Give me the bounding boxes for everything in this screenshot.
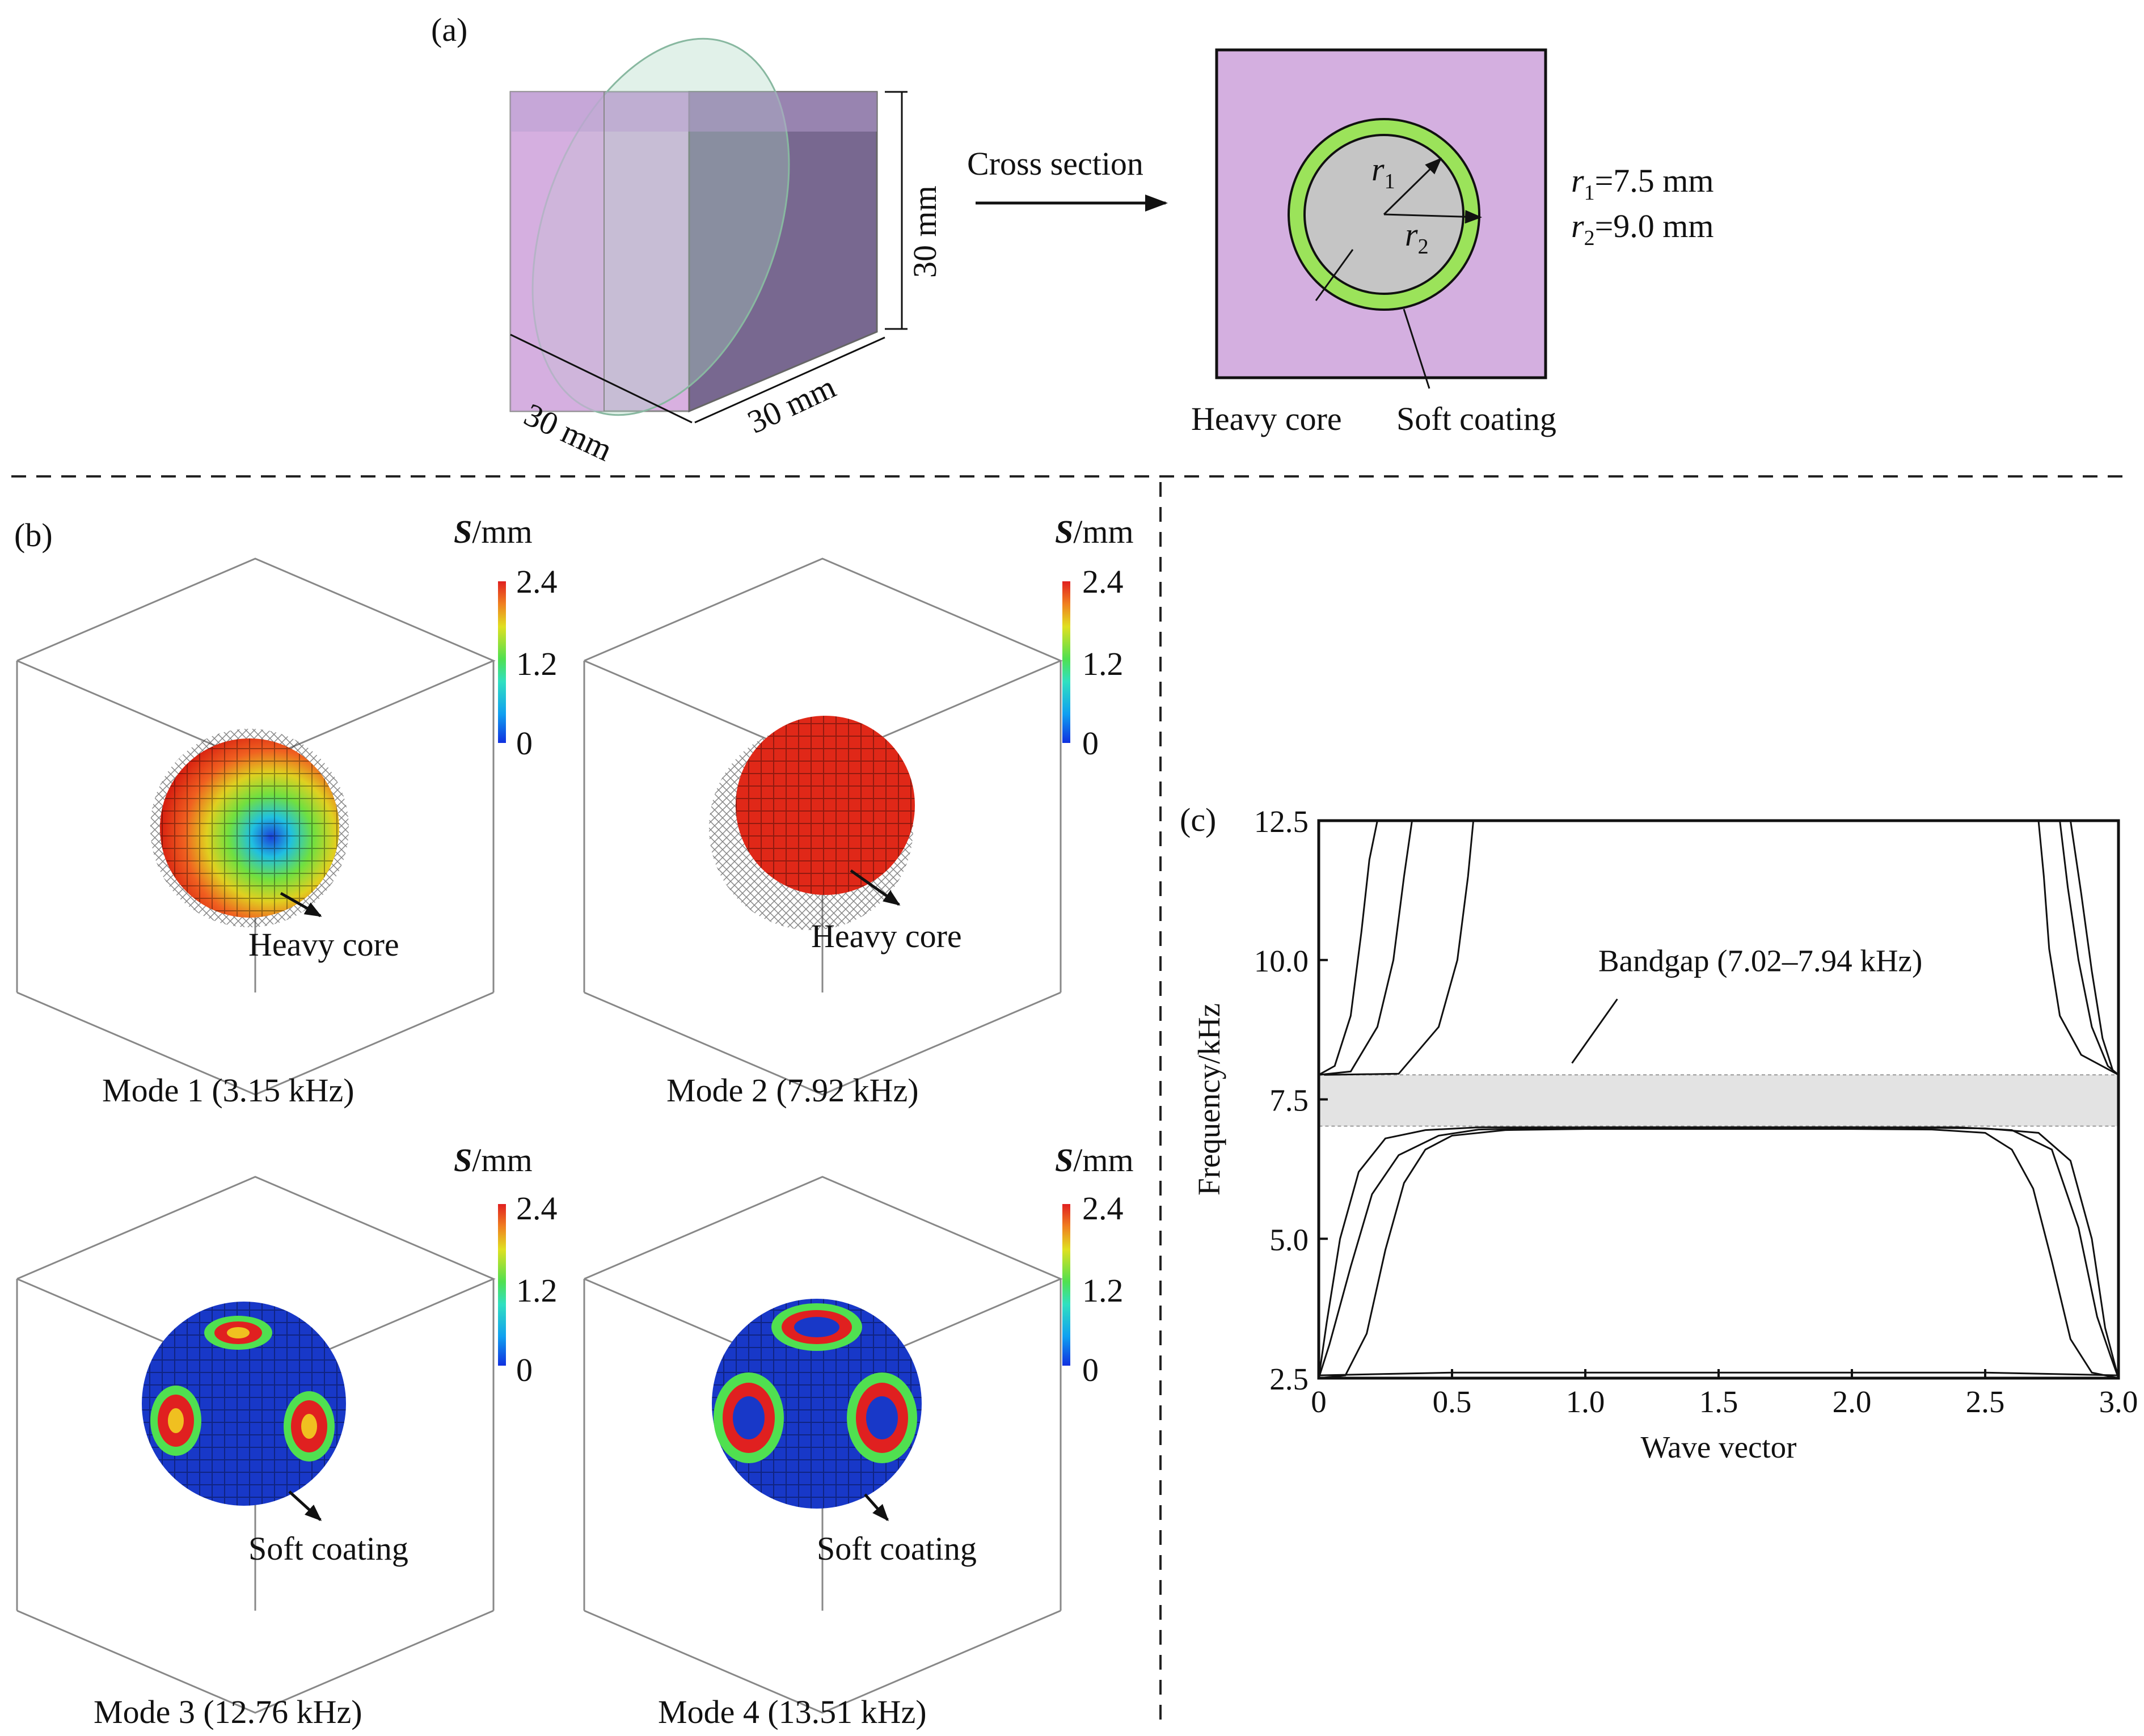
hotspot: [284, 1391, 335, 1462]
r2-value: r2=9.0 mm: [1571, 208, 1714, 250]
bandgap-region: [1318, 1074, 2119, 1127]
y-axis-label: Frequency/kHz: [1192, 1003, 1226, 1196]
bandgap-leader: [1571, 998, 1618, 1064]
r2-arrow: [1383, 210, 1482, 224]
hotspot: [771, 1303, 862, 1351]
colorbar-title: S/mm: [454, 1142, 533, 1179]
colorbar-min: 0: [516, 725, 533, 762]
y-tick-label: 7.5: [1269, 1083, 1309, 1118]
height-dimension-label: 30 mm: [906, 185, 943, 278]
band-line-9: [2059, 820, 2119, 1076]
pointer-arrow: [850, 869, 901, 906]
colorbar: S/mm 2.4 1.2 0: [1055, 1142, 1134, 1388]
hotspot: [847, 1372, 917, 1463]
band-structure-chart: 0 0.5 1.0 1.5 2.0 2.5 3.0 2.5 5.0 7.5 10.0 12.5Wave…: [1192, 804, 2138, 1464]
mode-1-view: Heavy core Mode 1 (3.15 kHz) S/mm 2.4 1.…: [16, 513, 558, 1109]
pointer-arrow: [288, 1490, 322, 1522]
cube-top-band: [510, 92, 877, 132]
colorbar-max: 2.4: [1082, 1190, 1124, 1227]
colorbar: S/mm 2.4 1.2 0: [454, 1142, 558, 1388]
colorbar-title: S/mm: [454, 513, 533, 550]
colorbar-mid: 1.2: [1082, 1272, 1124, 1309]
pointer-arrow: [864, 1493, 889, 1522]
r1-label: r1: [1371, 151, 1395, 193]
y-tick-label: 2.5: [1269, 1362, 1309, 1396]
colorbar: S/mm 2.4 1.2 0: [454, 513, 558, 762]
pointer-label: Soft coating: [248, 1530, 408, 1567]
colorbar-min: 0: [1082, 725, 1099, 762]
colorbar: S/mm 2.4 1.2 0: [1055, 513, 1134, 762]
colorbar-mid: 1.2: [516, 645, 558, 682]
x-tick-label: 2.0: [1833, 1384, 1872, 1419]
coating-leader: [1403, 309, 1430, 389]
pointer-label: Soft coating: [817, 1530, 977, 1567]
heavy-core-label: Heavy core: [1191, 400, 1342, 437]
cross-section-label: Cross section: [967, 145, 1143, 182]
soft-coating-label: Soft coating: [1396, 400, 1556, 437]
r1-value: r1=7.5 mm: [1571, 162, 1714, 205]
colorbar-mid: 1.2: [1082, 645, 1124, 682]
band-line-5: [1318, 820, 1378, 1076]
mode-title: Mode 2 (7.92 kHz): [666, 1072, 919, 1109]
height-dimension: 30 mm: [885, 91, 943, 330]
x-tick-label: 2.5: [1966, 1384, 2005, 1419]
cube-front-overlay: [510, 92, 604, 411]
colorbar-min: 0: [1082, 1351, 1099, 1388]
colorbar-title: S/mm: [1055, 1142, 1134, 1179]
unit-cell-cube: [509, 37, 878, 416]
pointer-arrow: [280, 892, 322, 918]
panel-a-label: (a): [431, 11, 467, 48]
mode-title: Mode 1 (3.15 kHz): [102, 1072, 354, 1109]
y-tick-label: 12.5: [1254, 804, 1309, 839]
mode-title: Mode 4 (13.51 kHz): [658, 1693, 927, 1730]
panel-c-label: (c): [1180, 801, 1216, 838]
panel-b: (b) Heavy core Mode 1 (3.15 kHz) S/mm 2.…: [14, 513, 1134, 1730]
colorbar-max: 2.4: [516, 563, 558, 600]
x-tick-label: 3.0: [2099, 1384, 2138, 1419]
x-axis-label: Wave vector: [1641, 1430, 1797, 1464]
colorbar-max: 2.4: [516, 1190, 558, 1227]
cross-section-view: r1 r2 Heavy core Soft coating: [1191, 48, 1556, 437]
hotspot: [204, 1316, 272, 1350]
colorbar-title: S/mm: [1055, 513, 1134, 550]
hotspot: [150, 1386, 201, 1456]
mode-title: Mode 3 (12.76 kHz): [94, 1693, 362, 1730]
colorbar-mid: 1.2: [516, 1272, 558, 1309]
band-line-8: [2037, 820, 2119, 1076]
panel-b-label: (b): [14, 517, 53, 554]
panel-c: (c) 0 0.5 1.0 1.5 2.0 2.5 3.0 2.5 5.0 7.5 10.0 12.5…: [1180, 801, 2138, 1464]
hotspot: [714, 1372, 784, 1463]
band-line-10: [2069, 820, 2119, 1076]
mode-4-view: Soft coating Mode 4 (13.51 kHz) S/mm 2.4…: [583, 1142, 1134, 1730]
x-tick-label: 0: [1311, 1384, 1327, 1419]
pointer-label: Heavy core: [811, 918, 962, 954]
band-line-3: [1318, 1128, 2119, 1379]
band-line-1: [1318, 1126, 2120, 1379]
x-tick-label: 1.0: [1566, 1384, 1605, 1419]
panel-a: (a) 30 mm 30 mm: [431, 11, 1714, 468]
core-leader: [1315, 249, 1354, 301]
colorbar-min: 0: [516, 1351, 533, 1388]
y-tick-label: 5.0: [1269, 1222, 1309, 1257]
bandgap-annotation: Bandgap (7.02–7.94 kHz): [1598, 943, 1922, 978]
r1-arrow: [1383, 157, 1442, 216]
band-line-6: [1318, 820, 1413, 1076]
mode-2-view: Heavy core Mode 2 (7.92 kHz) S/mm 2.4 1.…: [583, 513, 1134, 1109]
band-line-2: [1318, 1126, 2120, 1379]
y-tick-label: 10.0: [1254, 944, 1309, 978]
x-tick-label: 1.5: [1699, 1384, 1738, 1419]
mode-3-view: Soft coating Mode 3 (12.76 kHz) S/mm 2.4…: [16, 1142, 558, 1730]
x-tick-label: 0.5: [1433, 1384, 1472, 1419]
pointer-label: Heavy core: [248, 926, 399, 963]
band-line-7: [1324, 820, 1475, 1076]
colorbar-max: 2.4: [1082, 563, 1124, 600]
r2-label: r2: [1405, 216, 1429, 259]
